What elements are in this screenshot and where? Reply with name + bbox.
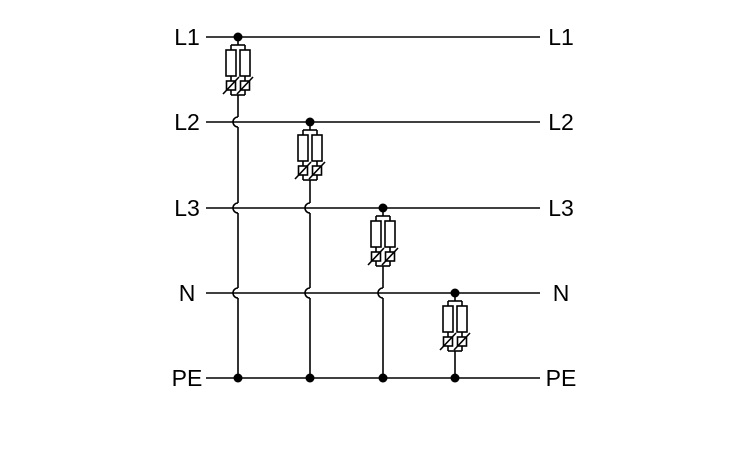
disconnector-slash bbox=[439, 332, 457, 351]
spd-branch-l2-to-pe bbox=[294, 117, 326, 383]
spd-element-body bbox=[239, 49, 251, 77]
bus-label-right-l1: L1 bbox=[548, 24, 574, 50]
disconnector-slash bbox=[294, 161, 312, 180]
crossover-hop bbox=[232, 287, 239, 299]
spd-branch-n-to-pe bbox=[439, 288, 471, 383]
bus-label-right-n: N bbox=[553, 280, 570, 306]
spd-element-body bbox=[311, 134, 323, 162]
spd-element-body bbox=[442, 305, 454, 333]
junction-dot bbox=[305, 373, 315, 383]
junction-dot bbox=[378, 373, 388, 383]
bus-label-left-n: N bbox=[179, 280, 196, 306]
bus-label-left-l2: L2 bbox=[174, 109, 200, 135]
bus-label-right-l2: L2 bbox=[548, 109, 574, 135]
junction-dot bbox=[233, 373, 243, 383]
bus-label-right-l3: L3 bbox=[548, 195, 574, 221]
disconnector-slash bbox=[367, 247, 385, 266]
spd-element-body bbox=[384, 220, 396, 248]
disconnector-slash bbox=[308, 161, 326, 180]
spd-element-body bbox=[225, 49, 237, 77]
bus-label-left-pe: PE bbox=[172, 365, 203, 391]
spd-element-body bbox=[297, 134, 309, 162]
crossover-hop bbox=[304, 202, 311, 214]
spd-branch-l3-to-pe bbox=[367, 203, 399, 383]
bus-label-left-l3: L3 bbox=[174, 195, 200, 221]
spd-element-body bbox=[370, 220, 382, 248]
crossover-hop bbox=[232, 202, 239, 214]
bus-label-left-l1: L1 bbox=[174, 24, 200, 50]
disconnector-slash bbox=[236, 76, 254, 95]
disconnector-slash bbox=[222, 76, 240, 95]
crossover-hop bbox=[304, 287, 311, 299]
bus-label-right-pe: PE bbox=[546, 365, 577, 391]
spd-element-body bbox=[456, 305, 468, 333]
crossover-hop bbox=[377, 287, 384, 299]
spd-branch-l1-to-pe bbox=[222, 32, 254, 383]
junction-dot bbox=[450, 373, 460, 383]
crossover-hop bbox=[232, 116, 239, 128]
disconnector-slash bbox=[381, 247, 399, 266]
disconnector-slash bbox=[453, 332, 471, 351]
